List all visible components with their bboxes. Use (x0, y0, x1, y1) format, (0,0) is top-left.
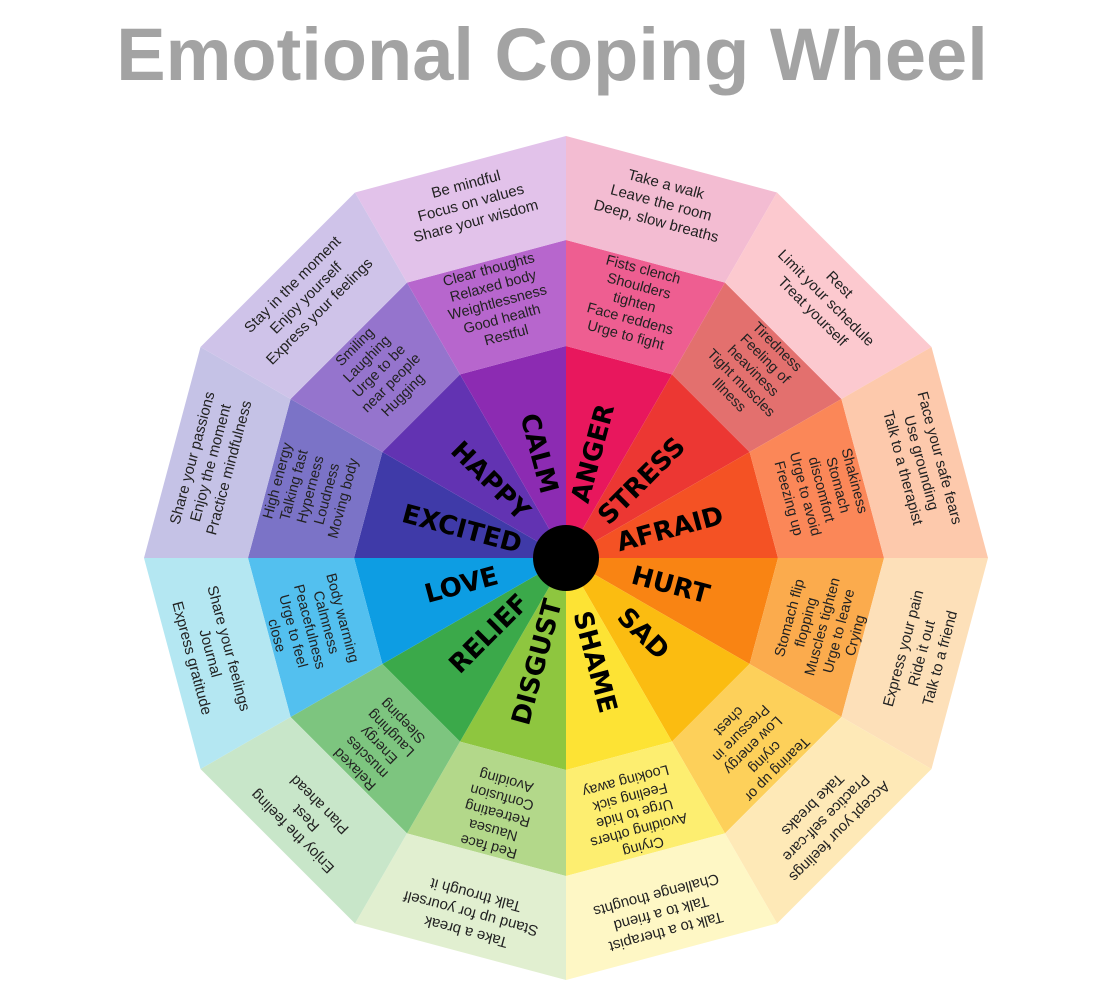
body-ring-afraid (749, 399, 884, 558)
emotion-wedge-afraid (566, 452, 778, 558)
emotion-wedge-happy (382, 374, 566, 558)
center-hub (533, 525, 599, 591)
coping-ring-calm (355, 136, 566, 283)
emotion-wedge-excited (354, 452, 566, 558)
coping-ring-disgust (355, 833, 566, 980)
body-ring-excited (248, 399, 383, 558)
emotion-wedge-disgust (460, 558, 566, 770)
body-ring-sad (672, 664, 842, 834)
emotion-wedge-love (354, 558, 566, 664)
emotion-wedge-anger (566, 346, 672, 558)
body-ring-stress (672, 282, 842, 452)
coping-ring-afraid (841, 347, 988, 558)
coping-ring-stress (725, 192, 932, 399)
page-title: Emotional Coping Wheel (116, 13, 988, 96)
emotion-wedge-relief (382, 558, 566, 742)
coping-ring-shame (566, 833, 777, 980)
body-ring-anger (566, 240, 725, 375)
body-ring-calm (407, 240, 566, 375)
coping-ring-love (144, 558, 291, 769)
emotion-wedge-stress (566, 374, 750, 558)
body-ring-relief (290, 664, 460, 834)
emotion-wedge-sad (566, 558, 750, 742)
coping-ring-hurt (841, 558, 988, 769)
coping-ring-excited (144, 347, 291, 558)
body-ring-love (248, 558, 383, 717)
emotion-wedge-hurt (566, 558, 778, 664)
emotion-wedge-calm (460, 346, 566, 558)
body-sensations-shame: CryingAvoiding othersUrge to hideFeeling… (575, 760, 693, 867)
body-ring-hurt (749, 558, 884, 717)
body-ring-happy (290, 282, 460, 452)
body-sensations-hurt: Stomach flipfloppingMuscles tightenUrge … (769, 567, 876, 686)
body-ring-shame (566, 741, 725, 876)
coping-ring-sad (725, 717, 932, 924)
emotion-wedge-shame (566, 558, 672, 770)
body-sensations-afraid: ShakinessStomachdiscomfortUrge to avoidF… (769, 437, 872, 542)
coping-ring-happy (200, 192, 407, 399)
coping-ring-anger (566, 136, 777, 283)
coping-ring-relief (200, 717, 407, 924)
body-ring-disgust (407, 741, 566, 876)
